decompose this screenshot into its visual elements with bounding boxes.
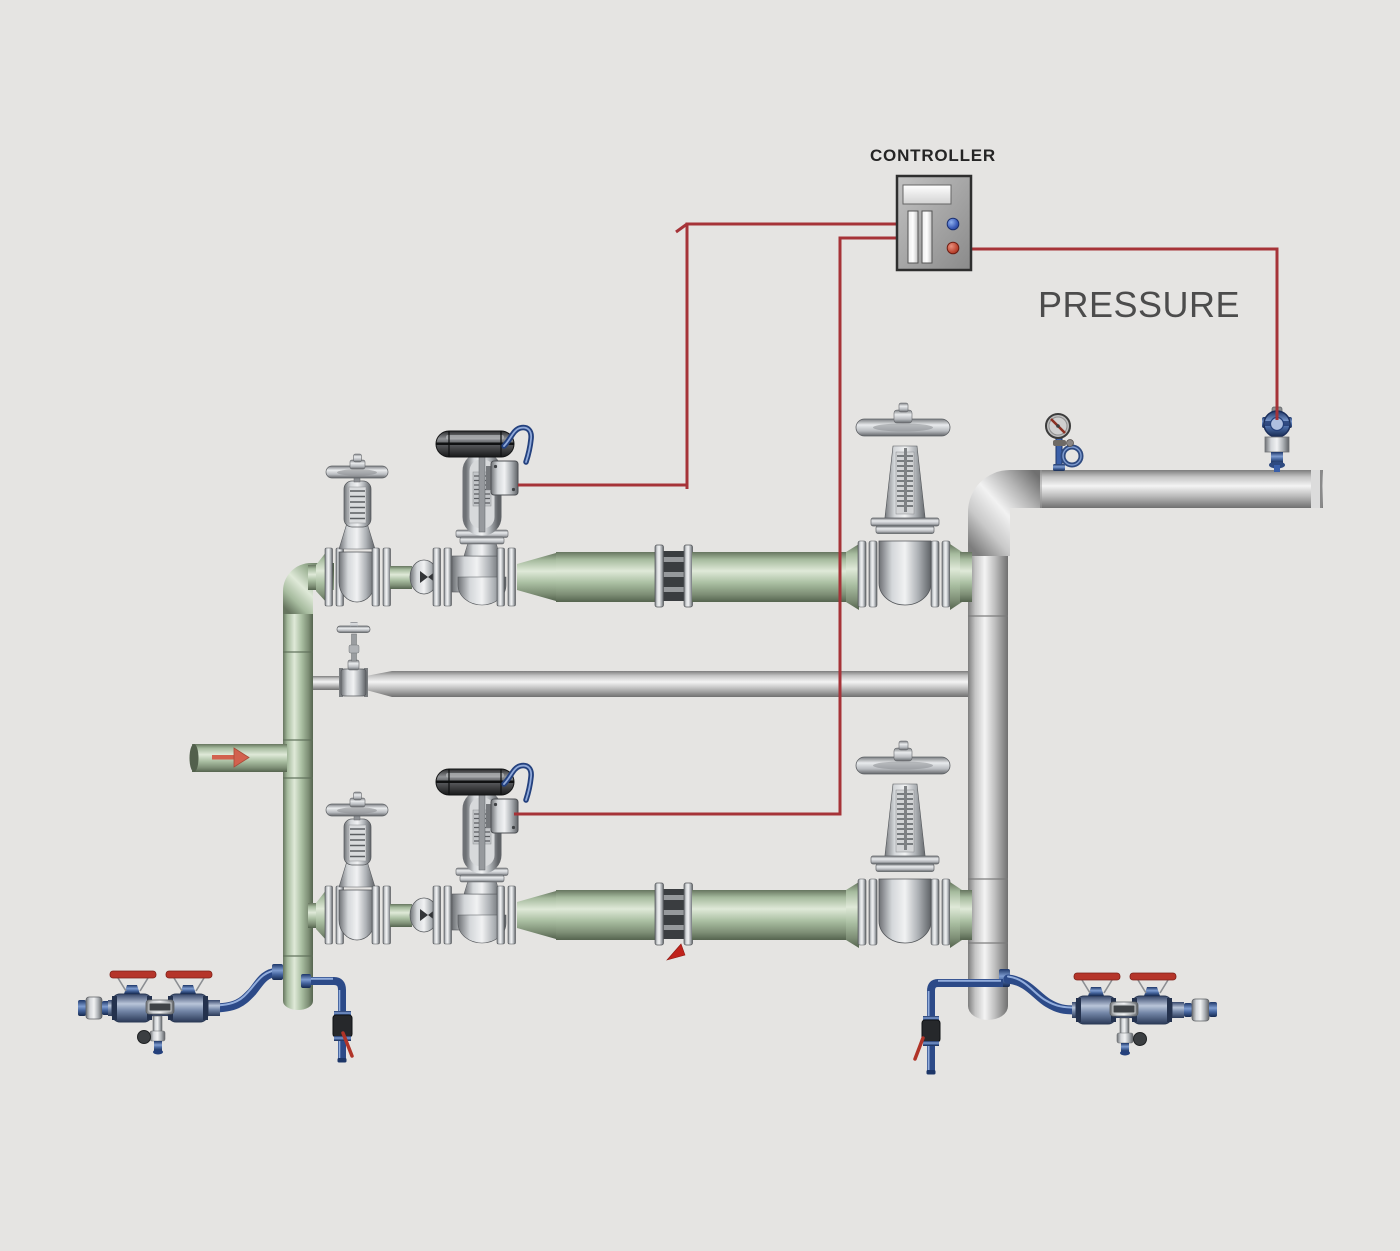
- signal-arrow-tick: [675, 222, 688, 234]
- flow-marker-triangle: [666, 943, 686, 961]
- signal-lines: [514, 222, 1279, 816]
- gray-header-pipe: [1040, 470, 1323, 508]
- controller-label: CONTROLLER: [869, 146, 997, 165]
- backflow-preventer-right: [913, 969, 1217, 1075]
- bypass-globe-valve: [336, 622, 371, 697]
- shutoff-handle-left-1: [109, 970, 157, 979]
- inlet-flow-arrow: [212, 747, 250, 768]
- orifice-flow-element: [654, 544, 693, 608]
- controller: [895, 174, 973, 272]
- pipe-run-branch: [308, 402, 972, 610]
- controller-blue-button[interactable]: [946, 217, 960, 231]
- relief-valve-right: [1116, 1017, 1147, 1056]
- controller-red-button[interactable]: [946, 241, 960, 255]
- shutoff-handle-right-1: [1073, 972, 1121, 981]
- signal-line-lower-valve: [514, 236, 897, 816]
- gray-riser-pipe: [968, 540, 1008, 1020]
- shutoff-handle-left-2: [165, 970, 213, 979]
- green-riser-pipe: [283, 563, 334, 1010]
- controller-bar-1: [907, 210, 919, 264]
- pipe-run-branch-lower: [308, 741, 972, 948]
- signal-line-transmitter: [969, 247, 1279, 420]
- relief-valve-left: [137, 1015, 166, 1055]
- blue-drain-valve-right: [913, 1016, 941, 1075]
- controller-bar-2: [921, 210, 933, 264]
- backflow-preventer-left: [78, 964, 354, 1063]
- shutoff-handle-right-2: [1129, 972, 1177, 981]
- control-valve: [435, 424, 534, 606]
- gate-valve-outlet: [855, 402, 951, 606]
- bypass-line: [313, 622, 968, 697]
- diaphragm-actuator: [435, 430, 515, 458]
- gray-header-elbow: [968, 470, 1044, 556]
- pressure-label: PRESSURE: [1038, 284, 1241, 325]
- valve-positioner: [486, 460, 519, 496]
- blue-drain-valve-left: [332, 1011, 354, 1063]
- pressure-transmitter: [1262, 406, 1292, 472]
- controller-display: [902, 184, 952, 205]
- pressure-gauge: [1045, 413, 1084, 471]
